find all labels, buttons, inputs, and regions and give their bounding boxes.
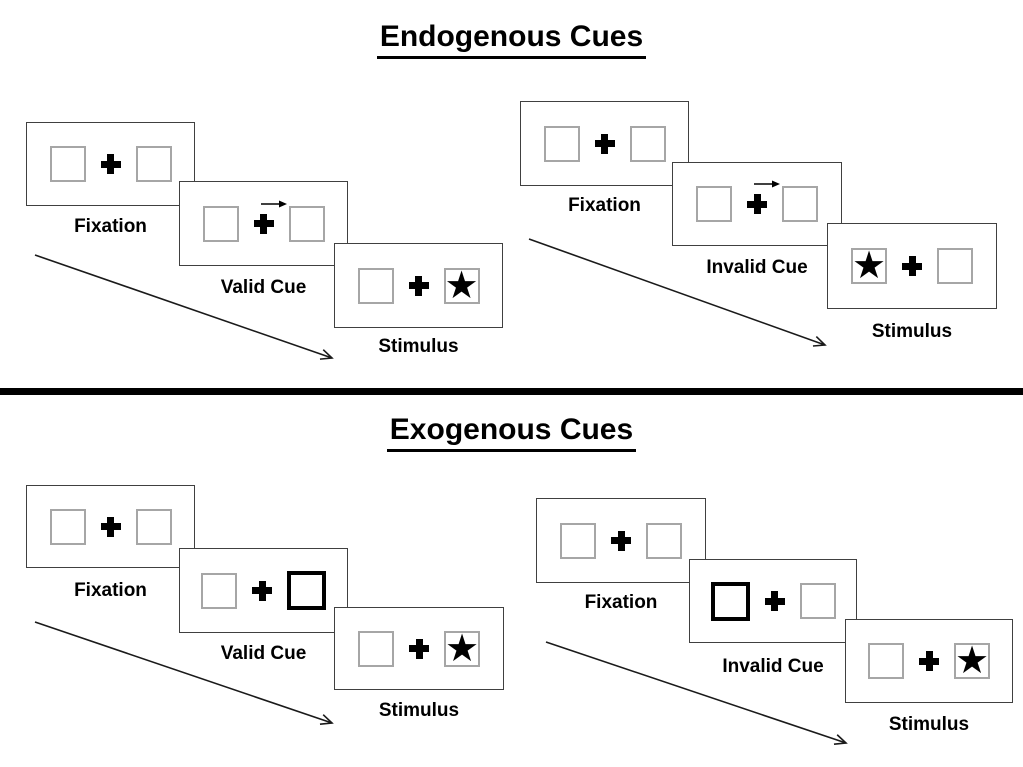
target-star-icon: ★: [444, 262, 479, 307]
fixation-cross-icon: [747, 180, 780, 214]
section-divider: [0, 388, 1023, 395]
step-label-fixation: Fixation: [74, 216, 147, 237]
stimulus-panel: ★: [334, 607, 504, 690]
sequence-arrow-icon: [34, 621, 334, 725]
fixation-cross-icon: [594, 133, 615, 154]
fixation-panel: [536, 498, 706, 583]
sequence-arrow-icon: [34, 254, 334, 360]
fixation-cross-icon: [919, 651, 939, 671]
fixation-cross-icon: [902, 256, 922, 276]
sequence-exogenous-valid: Fixation Valid Cue ★ Stimulus: [20, 478, 520, 740]
placeholder-box-left: [560, 522, 596, 559]
cue-panel: [179, 548, 348, 633]
placeholder-box-left: [358, 630, 394, 667]
placeholder-box-right: [135, 146, 172, 182]
target-star-icon: ★: [851, 243, 887, 287]
target-box-right: ★: [443, 262, 480, 307]
placeholder-box-left: [543, 125, 580, 162]
section-title-endogenous: Endogenous Cues: [10, 20, 1013, 59]
target-box-right: ★: [444, 625, 480, 670]
fixation-cross-icon: [100, 154, 121, 174]
step-label-cue: Invalid Cue: [706, 257, 808, 278]
cue-arrow-right-icon: [754, 180, 780, 188]
step-label-stimulus: Stimulus: [378, 336, 459, 357]
cue-arrow-right-icon: [260, 200, 287, 207]
fixation-cross-icon: [764, 591, 785, 611]
cue-panel: [689, 559, 857, 643]
placeholder-box-right: [937, 248, 973, 284]
placeholder-box-right: [782, 186, 818, 222]
target-box-left: ★: [851, 243, 887, 287]
placeholder-box-left: [357, 267, 394, 304]
placeholder-box-left: [49, 146, 86, 182]
placeholder-box-right: [799, 583, 836, 619]
step-label-stimulus: Stimulus: [871, 321, 953, 342]
placeholder-box-right: [135, 508, 172, 545]
stimulus-panel: ★: [845, 619, 1013, 703]
placeholder-box-left: [49, 508, 86, 545]
step-label-cue: Invalid Cue: [722, 656, 824, 677]
target-box-right: ★: [954, 638, 990, 682]
stimulus-panel: ★: [334, 243, 503, 328]
placeholder-box-left: [201, 572, 237, 609]
highlighted-cue-box-left: [710, 581, 750, 621]
sequence-endogenous-invalid: Fixation Invalid Cue ★ Stimulus: [515, 95, 1023, 357]
sequence-endogenous-valid: Fixation Valid Cue ★ Stimulus: [20, 115, 520, 375]
step-label-stimulus: Stimulus: [378, 700, 460, 721]
fixation-cross-icon: [100, 516, 121, 537]
fixation-panel: [26, 485, 195, 568]
cue-panel: [672, 162, 842, 246]
step-label-cue: Valid Cue: [220, 643, 307, 664]
placeholder-box-left: [868, 643, 904, 679]
cue-panel: [179, 181, 348, 266]
placeholder-box-left: [202, 205, 239, 242]
placeholder-box-left: [696, 186, 732, 222]
step-label-cue: Valid Cue: [220, 277, 307, 298]
fixation-panel: [26, 122, 195, 206]
step-label-stimulus: Stimulus: [888, 714, 970, 735]
sequence-arrow-icon: [545, 641, 848, 746]
placeholder-box-right: [646, 522, 682, 559]
target-star-icon: ★: [444, 625, 480, 670]
placeholder-box-right: [629, 125, 666, 162]
highlighted-cue-box-right: [287, 571, 326, 610]
section-title-text: Exogenous Cues: [386, 413, 637, 452]
sequence-exogenous-invalid: Fixation Invalid Cue ★ Stimulus: [530, 490, 1023, 767]
fixation-cross-icon: [409, 638, 429, 659]
step-label-fixation: Fixation: [584, 592, 658, 613]
section-title-exogenous: Exogenous Cues: [10, 413, 1013, 452]
stimulus-panel: ★: [827, 223, 997, 309]
step-label-fixation: Fixation: [568, 195, 641, 216]
target-star-icon: ★: [954, 638, 990, 682]
placeholder-box-right: [288, 205, 325, 242]
fixation-cross-icon: [252, 580, 272, 601]
fixation-panel: [520, 101, 689, 186]
fixation-cross-icon: [408, 275, 429, 296]
step-label-fixation: Fixation: [74, 580, 147, 601]
fixation-cross-icon: [253, 200, 287, 234]
sequence-arrow-icon: [528, 238, 827, 347]
section-title-text: Endogenous Cues: [376, 20, 647, 59]
fixation-cross-icon: [611, 530, 631, 551]
